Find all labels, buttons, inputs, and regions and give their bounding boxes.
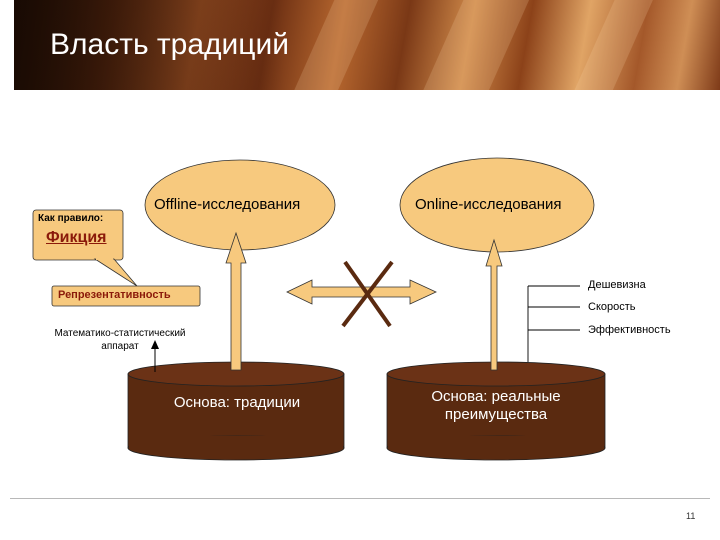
tradition-cylinder bbox=[127, 361, 345, 461]
math-label-line1: Математико-статистический bbox=[54, 328, 186, 339]
callout-text: Фикция bbox=[46, 229, 107, 246]
advantages-base-label: Основа: реальные преимущества bbox=[398, 388, 594, 424]
math-small-arrow bbox=[151, 340, 159, 372]
advantages-base-line2: преимущества bbox=[444, 406, 548, 423]
header-shadow bbox=[14, 0, 284, 90]
advantage-speed: Скорость bbox=[588, 301, 636, 313]
tradition-base-label: Основа: традиции bbox=[173, 394, 301, 411]
online-label: Online-исследования bbox=[415, 196, 562, 213]
representativeness-box bbox=[51, 285, 201, 307]
slide-header: Власть традиций bbox=[14, 0, 720, 90]
callout-pointer bbox=[93, 258, 138, 287]
representativeness-label: Репрезентативность bbox=[58, 289, 171, 301]
footer-divider bbox=[10, 498, 710, 499]
advantage-cheapness: Дешевизна bbox=[588, 279, 646, 291]
tradition-up-arrow bbox=[225, 231, 247, 371]
math-label: Математико-статистический аппарат bbox=[30, 327, 210, 353]
slide-title: Власть традиций bbox=[50, 28, 289, 61]
cross-mark bbox=[341, 260, 394, 328]
callout-heading: Как правило: bbox=[38, 213, 104, 224]
advantages-up-arrow bbox=[485, 238, 503, 371]
advantages-connectors bbox=[527, 285, 580, 362]
math-label-line2: аппарат bbox=[101, 341, 139, 352]
page-number: 11 bbox=[686, 511, 696, 521]
advantage-efficiency: Эффективность bbox=[588, 324, 671, 336]
offline-label: Offline-исследования bbox=[154, 196, 301, 213]
advantages-cylinder bbox=[386, 361, 606, 461]
advantages-base-line1: Основа: реальные bbox=[431, 388, 561, 405]
comparison-double-arrow bbox=[286, 279, 437, 305]
callout-box bbox=[32, 209, 124, 261]
